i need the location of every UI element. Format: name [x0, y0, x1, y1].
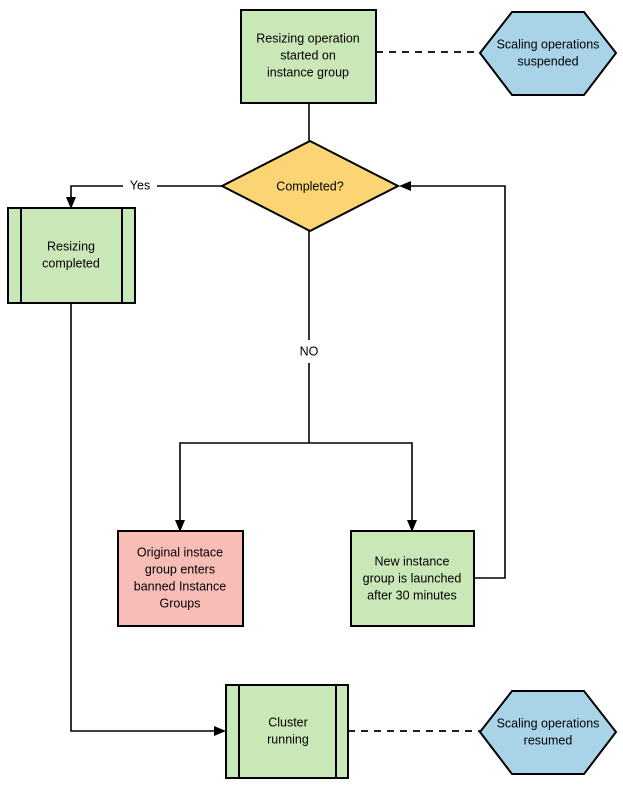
node-resizing-started[interactable]: Resizing operation started on instance g… [240, 9, 377, 104]
edge-split-to-new-group [309, 442, 417, 532]
node-original-banned-line-1: Original instace [137, 545, 223, 559]
node-original-banned-line-2: group enters [145, 562, 215, 576]
node-resizing-started-line-1: Resizing operation [256, 31, 360, 45]
node-resizing-completed-line-2: completed [42, 256, 100, 270]
node-scaling-resumed[interactable]: Scaling operations resumed [478, 690, 618, 775]
node-resizing-completed[interactable]: Resizing completed [7, 207, 136, 304]
node-resizing-completed-line-1: Resizing [47, 239, 95, 253]
node-completed-decision-label: Completed? [276, 179, 343, 193]
node-original-banned-line-4: Groups [160, 596, 201, 610]
edge-new-group-loopback [399, 181, 506, 579]
node-new-instance-group-line-2: group is launched [363, 571, 462, 585]
node-cluster-running-line-1: Cluster [268, 715, 308, 729]
node-new-instance-group-line-1: New instance [374, 554, 449, 568]
node-resizing-started-line-3: instance group [267, 65, 349, 79]
node-new-instance-group-line-3: after 30 minutes [367, 588, 457, 602]
edge-label-yes: Yes [123, 176, 157, 196]
node-original-banned-line-3: banned Instance [134, 579, 226, 593]
node-completed-decision[interactable]: Completed? [219, 139, 401, 233]
edge-label-yes-text: Yes [130, 178, 150, 192]
node-scaling-suspended[interactable]: Scaling operations suspended [478, 11, 618, 96]
node-scaling-suspended-line-2: suspended [517, 54, 578, 68]
node-scaling-resumed-line-2: resumed [524, 733, 573, 747]
node-scaling-resumed-line-1: Scaling operations [497, 716, 600, 730]
edge-split-to-banned [175, 442, 309, 532]
edge-label-no: NO [292, 341, 326, 362]
node-cluster-running[interactable]: Cluster running [225, 684, 349, 779]
edge-decision-yes [66, 185, 222, 209]
node-new-instance-group-launched[interactable]: New instance group is launched after 30 … [350, 530, 475, 627]
node-cluster-running-line-2: running [267, 732, 309, 746]
edge-label-no-text: NO [300, 344, 319, 358]
node-resizing-started-line-2: started on [280, 48, 336, 62]
edge-resizing-to-cluster [70, 303, 226, 736]
node-scaling-suspended-line-1: Scaling operations [497, 37, 600, 51]
node-original-instance-group-banned[interactable]: Original instace group enters banned Ins… [117, 530, 244, 627]
